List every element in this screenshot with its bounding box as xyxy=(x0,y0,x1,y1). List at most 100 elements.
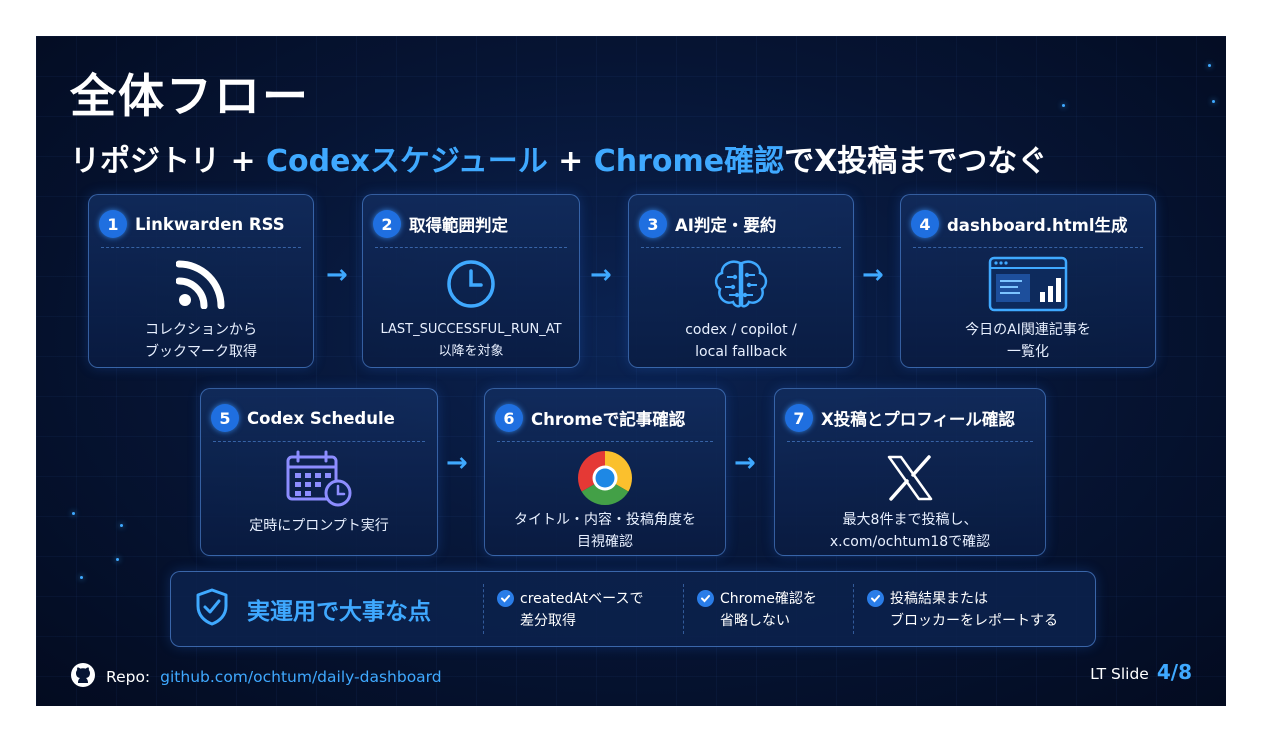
step-description: コレクションから ブックマーク取得 xyxy=(89,319,313,363)
subtitle-part: でX投稿までつなぐ xyxy=(784,144,1048,179)
dashed-divider xyxy=(213,441,425,442)
step-title: Linkwarden RSS xyxy=(135,214,285,234)
dashed-divider xyxy=(483,584,484,634)
step-title: AI判定・要約 xyxy=(675,216,777,235)
step-title: Codex Schedule xyxy=(247,408,395,428)
decorative-dot xyxy=(120,524,123,527)
check-circle-icon xyxy=(867,590,884,607)
step-description: 定時にプロンプト実行 xyxy=(201,515,437,537)
step-title: dashboard.html生成 xyxy=(947,216,1128,235)
dashed-divider xyxy=(913,247,1143,248)
dashed-divider xyxy=(101,247,301,248)
point-line: createdAtベースで xyxy=(520,591,644,607)
decorative-dot xyxy=(80,576,83,579)
step-title: X投稿とプロフィール確認 xyxy=(821,410,1015,429)
subtitle-highlight: Chrome確認 xyxy=(593,144,785,179)
desc-line: 今日のAI関連記事を xyxy=(965,322,1091,338)
dashboard-icon xyxy=(901,255,1155,313)
repo-label: Repo: xyxy=(106,668,151,686)
desc-line: local fallback xyxy=(695,344,787,360)
check-circle-icon xyxy=(497,590,514,607)
desc-line: 最大8件まで投稿し、 xyxy=(842,512,978,528)
desc-line: x.com/ochtum18で確認 xyxy=(829,534,991,550)
desc-line: 目視確認 xyxy=(577,534,633,550)
dashed-divider xyxy=(787,441,1033,442)
step-title: 取得範囲判定 xyxy=(409,216,508,235)
decorative-dot xyxy=(1208,64,1211,67)
clock-icon xyxy=(363,255,579,313)
step-card-6: 6 Chromeで記事確認 タイトル・内容・投稿角度を 目視確認 xyxy=(484,388,726,556)
chrome-icon xyxy=(485,449,725,507)
flow-arrow: → xyxy=(734,448,756,478)
footer-repo: Repo: github.com/ochtum/daily-dashboard xyxy=(70,662,442,692)
dashed-divider xyxy=(641,247,841,248)
repo-link[interactable]: github.com/ochtum/daily-dashboard xyxy=(160,668,442,686)
desc-line: 定時にプロンプト実行 xyxy=(249,518,389,534)
desc-line: コレクションから xyxy=(145,322,257,338)
key-point-item: 投稿結果またはブロッカーをレポートする xyxy=(867,588,1058,632)
step-card-4: 4 dashboard.html生成 今日のAI関連記事を 一覧化 xyxy=(900,194,1156,368)
desc-line: タイトル・内容・投稿角度を xyxy=(514,512,696,528)
subtitle-part: + xyxy=(547,144,594,179)
subtitle-part: リポジトリ + xyxy=(70,144,267,179)
slide-subtitle: リポジトリ + Codexスケジュール + Chrome確認でX投稿までつなぐ xyxy=(70,136,1047,180)
dashed-divider xyxy=(375,247,567,248)
slide-label: LT Slide xyxy=(1090,665,1149,683)
brain-icon xyxy=(629,255,853,313)
step-number-badge: 3 xyxy=(639,210,667,238)
key-point-item: createdAtベースで差分取得 xyxy=(497,588,643,632)
check-circle-icon xyxy=(697,590,714,607)
desc-line: codex / copilot / xyxy=(685,322,797,338)
step-number-badge: 6 xyxy=(495,404,523,432)
step-card-5: 5 Codex Schedule 定時にプロンプト実行 xyxy=(200,388,438,556)
slide-number: LT Slide 4/8 xyxy=(1090,660,1192,684)
step-card-3: 3 AI判定・要約 codex / copilot / local fallbac… xyxy=(628,194,854,368)
rss-icon xyxy=(89,255,313,313)
dashed-divider xyxy=(497,441,713,442)
point-line: 投稿結果または xyxy=(890,591,988,607)
step-title: Chromeで記事確認 xyxy=(531,410,686,429)
page-indicator: 4/8 xyxy=(1156,660,1192,684)
step-card-7: 7 X投稿とプロフィール確認 最大8件まで投稿し、 x.com/ochtum18で… xyxy=(774,388,1046,556)
x-logo-icon xyxy=(775,449,1045,507)
flow-arrow: → xyxy=(446,448,468,478)
decorative-dot xyxy=(1062,104,1065,107)
flow-arrow: → xyxy=(862,260,884,290)
step-description: 今日のAI関連記事を 一覧化 xyxy=(901,319,1155,363)
desc-line: 一覧化 xyxy=(1007,344,1049,360)
shield-check-icon xyxy=(195,588,229,630)
flow-arrow: → xyxy=(590,260,612,290)
dashed-divider xyxy=(683,584,684,634)
step-number-badge: 7 xyxy=(785,404,813,432)
desc-line: LAST_SUCCESSFUL_RUN_AT xyxy=(380,322,562,337)
step-number-badge: 4 xyxy=(911,210,939,238)
step-number-badge: 5 xyxy=(211,404,239,432)
point-line: 省略しない xyxy=(720,613,790,629)
key-points-title: 実運用で大事な点 xyxy=(247,599,431,625)
step-number-badge: 2 xyxy=(373,210,401,238)
dashed-divider xyxy=(853,584,854,634)
step-description: タイトル・内容・投稿角度を 目視確認 xyxy=(485,509,725,553)
step-card-2: 2 取得範囲判定 LAST_SUCCESSFUL_RUN_AT 以降を対象 xyxy=(362,194,580,368)
desc-line: 以降を対象 xyxy=(438,344,504,359)
slide: 全体フロー リポジトリ + Codexスケジュール + Chrome確認でX投稿… xyxy=(36,36,1226,706)
calendar-clock-icon xyxy=(201,449,437,507)
point-line: ブロッカーをレポートする xyxy=(890,613,1058,629)
step-description: codex / copilot / local fallback xyxy=(629,319,853,363)
decorative-dot xyxy=(116,558,119,561)
decorative-dot xyxy=(72,512,75,515)
step-number-badge: 1 xyxy=(99,210,127,238)
slide-title: 全体フロー xyxy=(70,69,310,123)
key-point-item: Chrome確認を省略しない xyxy=(697,588,817,632)
github-icon xyxy=(70,662,96,692)
step-description: LAST_SUCCESSFUL_RUN_AT 以降を対象 xyxy=(363,319,579,363)
decorative-dot xyxy=(1212,100,1215,103)
point-line: Chrome確認を xyxy=(720,591,817,607)
flow-arrow: → xyxy=(326,260,348,290)
subtitle-highlight: Codexスケジュール xyxy=(266,144,548,179)
step-card-1: 1 Linkwarden RSS コレクションから ブックマーク取得 xyxy=(88,194,314,368)
point-line: 差分取得 xyxy=(520,613,576,629)
step-description: 最大8件まで投稿し、 x.com/ochtum18で確認 xyxy=(775,509,1045,553)
desc-line: ブックマーク取得 xyxy=(145,344,257,360)
key-points-panel: 実運用で大事な点 createdAtベースで差分取得 Chrome確認を省略しな… xyxy=(170,571,1096,647)
